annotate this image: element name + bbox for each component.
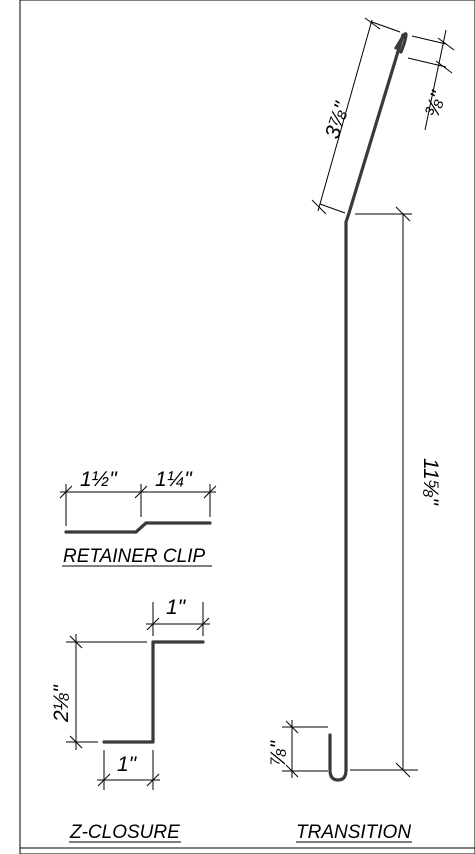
transition-profile (328, 33, 405, 782)
dim-zbot-label: 1" (117, 753, 138, 776)
dim-zheight-tick-top (69, 635, 83, 649)
dim-clip-tick-left (59, 485, 73, 499)
dim-clip-left-label: 1½" (80, 468, 118, 491)
dim-zbot-tick-left (97, 773, 111, 787)
dim-hem-line (424, 29, 447, 131)
transition-detail: 3⅞" ⅜" 11⅝" ⅞" TRANSITION (267, 17, 455, 843)
dim-height-label: 11⅝" (419, 458, 442, 506)
dim-hook-tick-top (285, 720, 299, 734)
dim-ztop-label: 1" (166, 596, 187, 619)
dim-slope-tick-bottom (311, 199, 327, 215)
z-closure-detail: 1" 2⅛" 1" Z-CLOSURE (50, 596, 210, 843)
retainer-clip-detail: 1½" 1¼" RETAINER CLIP (59, 468, 217, 567)
dim-hook-label: ⅞" (267, 739, 290, 766)
dim-clip-tick-mid (134, 485, 148, 499)
drawing-frame (19, 0, 475, 854)
dim-clip-right-label: 1¼" (155, 468, 193, 491)
dim-zheight-tick-bottom (69, 735, 83, 749)
dim-height-tick-top (395, 206, 411, 222)
dim-hem-tick-bottom (435, 60, 453, 74)
dim-slope-ext-top (371, 21, 401, 33)
dim-slope-label: 3⅞" (321, 98, 355, 141)
dim-hem-tick-top (437, 37, 455, 51)
retainer-clip-caption: RETAINER CLIP (63, 546, 206, 567)
dim-slope-tick-top (364, 17, 381, 30)
dim-slope-ext-bottom (319, 203, 346, 214)
dim-zheight-label: 2⅛" (50, 684, 73, 723)
z-closure-caption: Z-CLOSURE (69, 822, 180, 843)
transition-hem (394, 32, 408, 54)
transition-caption: TRANSITION (296, 822, 411, 843)
retainer-clip-profile (64, 521, 212, 534)
dim-ztop-tick-right (196, 617, 210, 631)
dim-hem-label: ⅜" (421, 87, 451, 119)
z-closure-profile (102, 640, 205, 744)
dim-hem-ext-bottom (407, 57, 447, 68)
dim-zbot-tick-right (146, 773, 160, 787)
dim-clip-tick-right (203, 485, 217, 499)
dim-height-tick-bottom (395, 762, 411, 778)
dim-hem-ext-top (411, 35, 447, 45)
dim-hook-tick-bottom (285, 764, 299, 778)
dim-slope-line (317, 19, 373, 212)
dim-ztop-tick-left (146, 617, 160, 631)
